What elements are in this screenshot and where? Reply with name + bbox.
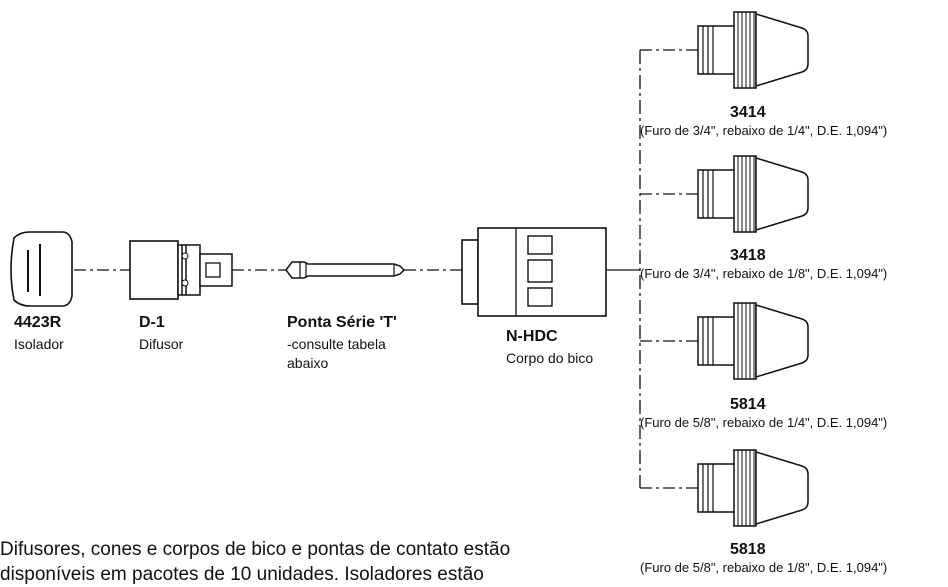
part-code: 4423R [14,314,62,331]
part-description: -consulte tabela [287,336,386,352]
nozzle-spec: (Furo de 3/4", rebaixo de 1/8", D.E. 1,0… [640,266,888,281]
nozzle-5814-shape [697,302,809,380]
nozzle-3414-shape [697,11,809,89]
nozzle-code: 3418 [730,247,766,264]
nozzle-5818-shape [697,449,809,527]
insulator-4423R-shape [10,231,73,307]
nozzle-spec: (Furo de 5/8", rebaixo de 1/8", D.E. 1,0… [640,560,888,575]
part-description: abaixo [287,355,329,371]
part-description: Corpo do bico [506,350,594,366]
nozzle-3418-shape [697,155,809,233]
availability-note-line: Difusores, cones e corpos de bico e pont… [0,539,511,560]
nozzle-code: 5814 [730,396,766,413]
nozzle-code: 5818 [730,541,766,558]
contact-tip-shape [285,261,406,279]
diffuser-D-1-shape [129,240,233,300]
nozzle-code: 3414 [730,104,766,121]
part-description: Difusor [139,336,184,352]
nozzle-spec: (Furo de 5/8", rebaixo de 1/4", D.E. 1,0… [640,415,888,430]
part-code: D-1 [139,314,165,331]
availability-note-line: disponíveis em pacotes de 10 unidades. I… [0,564,484,585]
branch-bracket [606,49,698,489]
part-code: Ponta Série 'T' [287,314,397,331]
part-description: Isolador [14,336,64,352]
part-code: N-HDC [506,328,558,345]
nozzle-body-N-HDC-shape [461,227,607,317]
nozzle-spec: (Furo de 3/4", rebaixo de 1/4", D.E. 1,0… [640,123,888,138]
